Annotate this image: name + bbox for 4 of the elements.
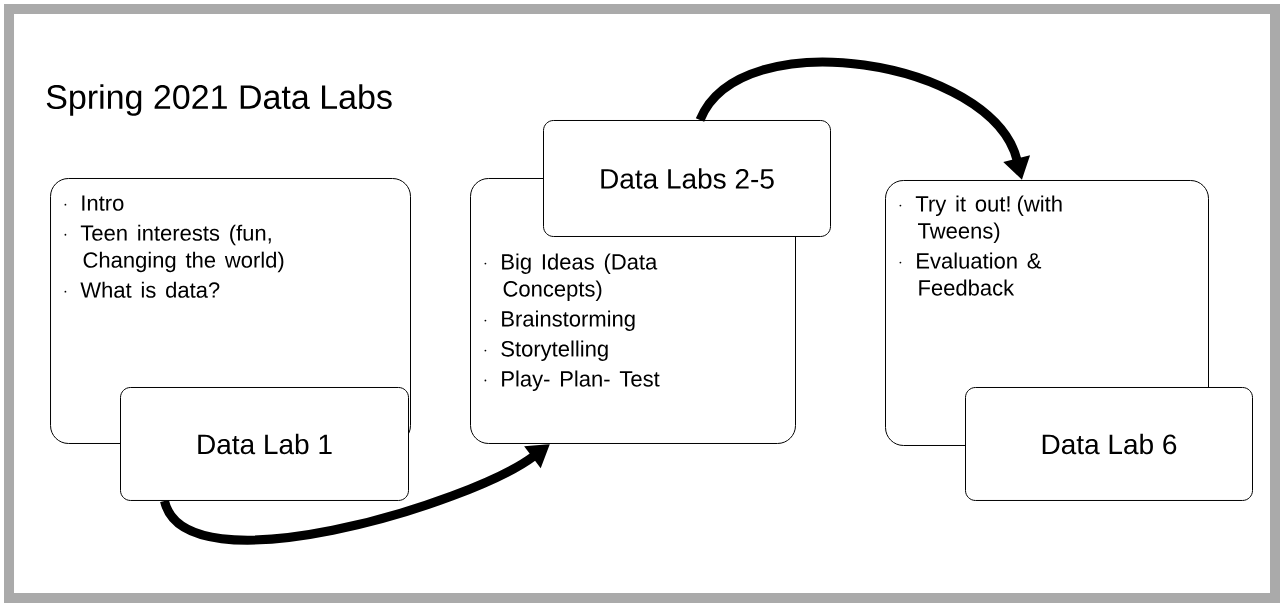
title-box: Data Labs 2-5: [543, 120, 831, 237]
title-box: Data Lab 1: [120, 387, 409, 501]
title-box: Data Lab 6: [965, 387, 1253, 501]
title: Spring 2021 Data Labs: [46, 84, 392, 116]
